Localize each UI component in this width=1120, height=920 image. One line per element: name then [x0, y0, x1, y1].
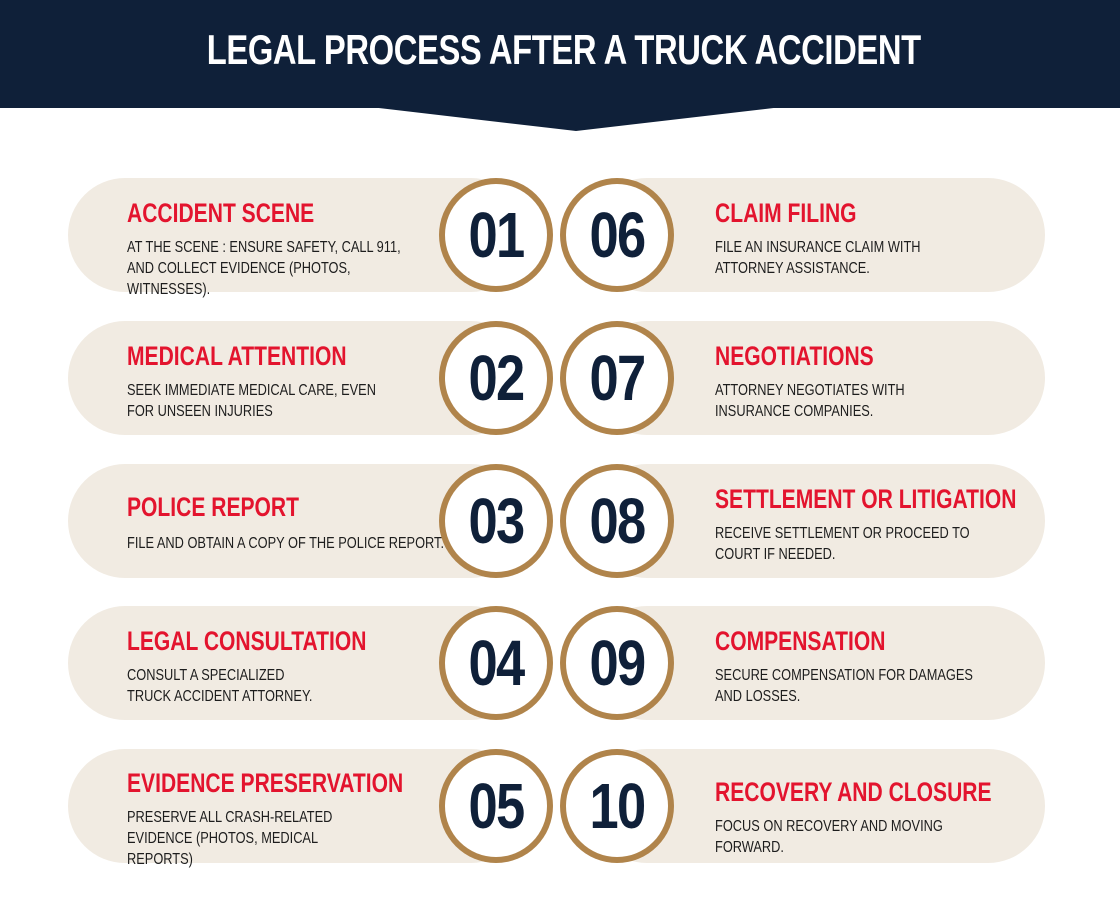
step-number-badge: 03 — [439, 464, 553, 578]
step-number-badge: 04 — [439, 606, 553, 720]
step-number: 03 — [468, 485, 525, 557]
step-description: FILE AND OBTAIN A COPY OF THE POLICE REP… — [127, 535, 445, 552]
step-description: CONSULT A SPECIALIZED TRUCK ACCIDENT ATT… — [127, 667, 313, 705]
step-number: 08 — [589, 485, 646, 557]
step-number: 10 — [589, 770, 646, 842]
step-title: SETTLEMENT OR LITIGATION — [715, 484, 1017, 514]
step-number: 04 — [468, 627, 525, 699]
step-description: FILE AN INSURANCE CLAIM WITH ATTORNEY AS… — [715, 239, 921, 277]
page-title: LEGAL PROCESS AFTER A TRUCK ACCIDENT — [206, 26, 921, 73]
step-number-badge: 05 — [439, 749, 553, 863]
step-title: NEGOTIATIONS — [715, 341, 874, 371]
step-number: 05 — [468, 770, 525, 842]
step-title: LEGAL CONSULTATION — [127, 626, 367, 656]
step-number-badge: 09 — [560, 606, 674, 720]
step-number: 02 — [468, 342, 525, 414]
step-description: RECEIVE SETTLEMENT OR PROCEED TO COURT I… — [715, 525, 970, 563]
step-number-badge: 10 — [560, 749, 674, 863]
step-number-badge: 02 — [439, 321, 553, 435]
header-banner: LEGAL PROCESS AFTER A TRUCK ACCIDENT — [0, 0, 1120, 108]
step-card-05: EVIDENCE PRESERVATION PRESERVE ALL CRASH… — [68, 749, 528, 868]
step-title: RECOVERY AND CLOSURE — [715, 777, 992, 807]
step-description: FOCUS ON RECOVERY AND MOVING FORWARD. — [715, 818, 943, 856]
step-number: 09 — [589, 627, 646, 699]
step-description: SECURE COMPENSATION FOR DAMAGES AND LOSS… — [715, 667, 973, 705]
step-description: SEEK IMMEDIATE MEDICAL CARE, EVEN FOR UN… — [127, 382, 376, 420]
step-description: AT THE SCENE : ENSURE SAFETY, CALL 911, … — [127, 239, 401, 298]
step-number-badge: 07 — [560, 321, 674, 435]
step-description: PRESERVE ALL CRASH-RELATED EVIDENCE (PHO… — [127, 809, 333, 868]
step-title: MEDICAL ATTENTION — [127, 341, 347, 371]
step-description: ATTORNEY NEGOTIATES WITH INSURANCE COMPA… — [715, 382, 905, 420]
step-title: ACCIDENT SCENE — [127, 198, 315, 228]
step-card-06: CLAIM FILING FILE AN INSURANCE CLAIM WIT… — [590, 178, 1045, 292]
step-number-badge: 06 — [560, 178, 674, 292]
step-title: CLAIM FILING — [715, 198, 857, 228]
step-number: 01 — [468, 199, 525, 271]
step-number: 07 — [589, 342, 646, 414]
step-title: EVIDENCE PRESERVATION — [127, 768, 404, 798]
step-title: POLICE REPORT — [127, 492, 300, 522]
step-card-08: SETTLEMENT OR LITIGATION RECEIVE SETTLEM… — [590, 464, 1045, 578]
step-title: COMPENSATION — [715, 626, 886, 656]
header-pointer — [370, 107, 782, 131]
step-number-badge: 01 — [439, 178, 553, 292]
step-number-badge: 08 — [560, 464, 674, 578]
step-number: 06 — [589, 199, 646, 271]
